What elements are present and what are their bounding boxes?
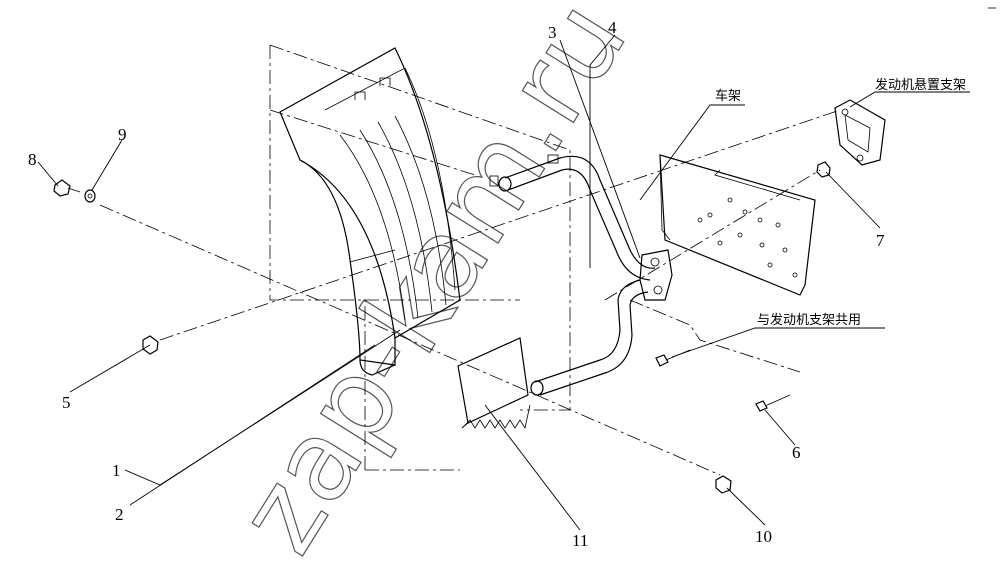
callout-11: 11: [572, 531, 588, 550]
callout-5: 5: [62, 393, 71, 412]
watermark-text: zap-kam.ru: [213, 0, 651, 574]
fender-panel: [279, 47, 461, 376]
callout-6: 6: [792, 443, 801, 462]
leader-lines: [37, 34, 970, 531]
callout-8: 8: [28, 150, 37, 169]
nut-10: [715, 475, 732, 494]
callout-3: 3: [548, 23, 557, 42]
label-engine-bracket: 发动机悬置支架: [875, 77, 966, 93]
mud-flap: [457, 337, 531, 430]
washer-9: [84, 189, 96, 203]
bolt-6: [755, 394, 791, 412]
bolt-8: [53, 179, 81, 197]
callout-10: 10: [755, 527, 772, 546]
callout-9: 9: [118, 125, 127, 144]
callout-1: 1: [112, 461, 121, 480]
callout-4: 4: [608, 18, 617, 37]
engine-mount-bracket: [834, 99, 886, 166]
callout-7: 7: [876, 231, 885, 250]
label-frame: 车架: [715, 88, 741, 104]
nut-5: [142, 335, 159, 355]
callout-2: 2: [115, 505, 124, 524]
label-shared: 与发动机支架共用: [757, 312, 861, 328]
frame-rail: [659, 154, 816, 296]
